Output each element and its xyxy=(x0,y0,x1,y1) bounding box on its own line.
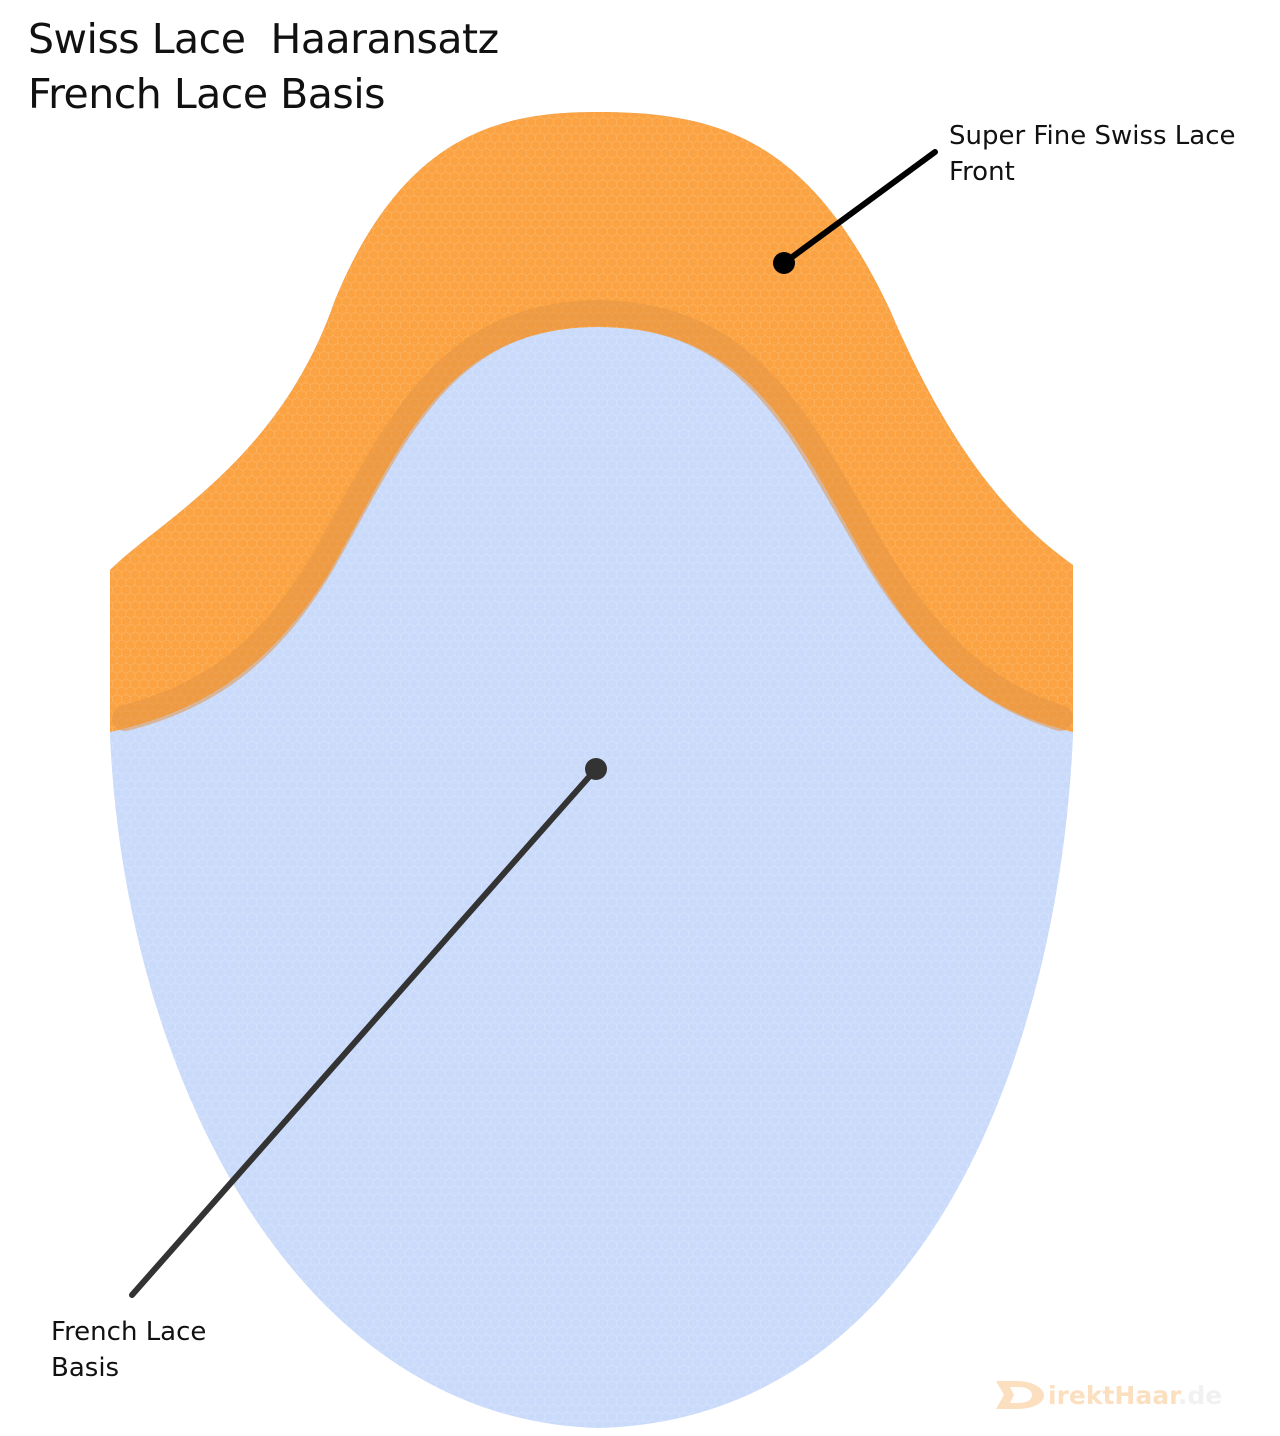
title-line-1: Swiss Lace Haaransatz xyxy=(28,15,499,63)
swiss-lace-label: Super Fine Swiss Lace Front xyxy=(949,118,1236,190)
french-leader-dot xyxy=(585,758,607,780)
french-lace-label-line-2: Basis xyxy=(51,1353,120,1383)
d-logo-icon xyxy=(996,1381,1044,1409)
watermark-tld: .de xyxy=(1177,1380,1223,1410)
swiss-lace-label-line-2: Front xyxy=(949,157,1015,187)
french-lace-label: French Lace Basis xyxy=(51,1314,206,1386)
swiss-leader-line xyxy=(781,149,938,266)
swiss-lace-label-line-1: Super Fine Swiss Lace xyxy=(949,121,1236,151)
watermark-name: irektHaar xyxy=(1048,1380,1178,1410)
overlap-band xyxy=(112,299,1073,731)
watermark-text: irektHaar.de xyxy=(1048,1381,1222,1410)
watermark: irektHaar.de xyxy=(994,1375,1222,1415)
title-line-2: French Lace Basis xyxy=(28,70,385,118)
swiss-lace-mesh xyxy=(110,112,1073,732)
swiss-leader-dot xyxy=(773,252,795,274)
french-leader-line xyxy=(129,766,599,1298)
french-lace-label-line-1: French Lace xyxy=(51,1317,207,1347)
page-title: Swiss Lace Haaransatz French Lace Basis xyxy=(28,12,499,122)
